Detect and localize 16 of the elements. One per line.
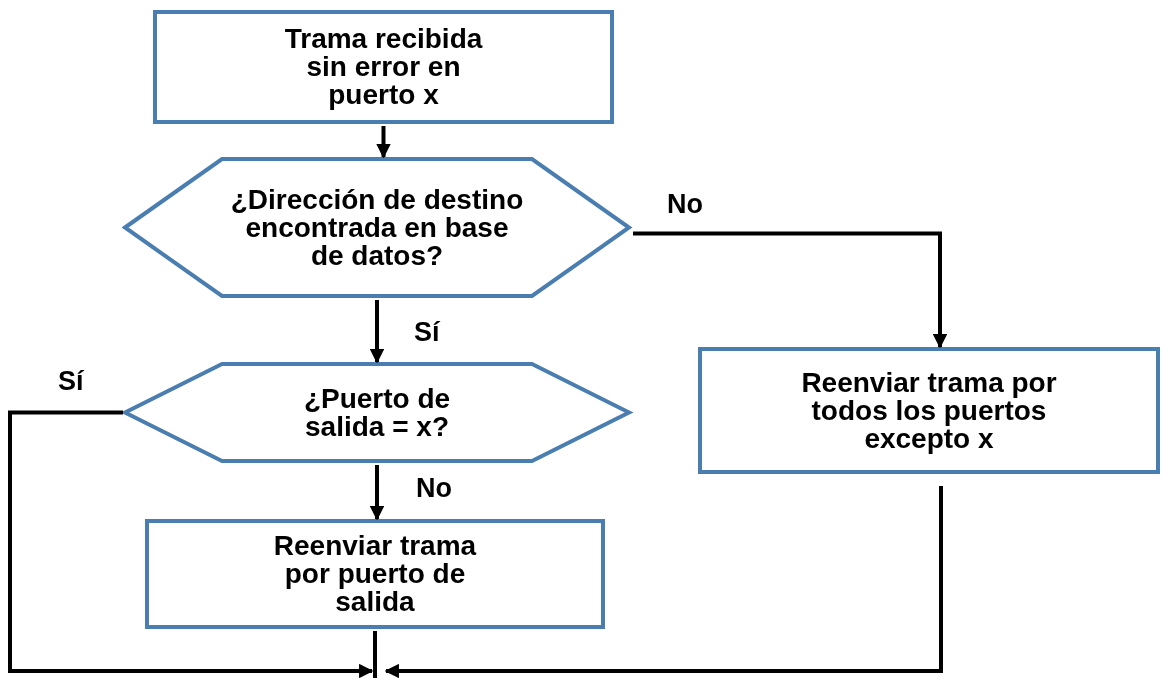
node-text: ¿Puerto de salida = x? (302, 384, 452, 441)
node-text: Reenviar trama por todos los puertos excepto x (800, 368, 1058, 453)
process-box (153, 10, 614, 124)
arrow (8, 410, 374, 678)
node-text: Reenviar trama por puerto de salida (272, 532, 478, 616)
process-box (145, 519, 605, 629)
arrow (369, 300, 385, 364)
node-text: Trama recibida sin error en puerto x (283, 25, 484, 109)
arrow (369, 465, 385, 521)
arrow (633, 231, 948, 349)
arrow (384, 486, 943, 678)
decision-hexagon (123, 362, 631, 463)
arrow (376, 126, 391, 159)
node-text: ¿Dirección de destino encontrada en base de datos? (229, 185, 525, 270)
process-box (698, 347, 1160, 474)
decision-hexagon (123, 157, 631, 298)
